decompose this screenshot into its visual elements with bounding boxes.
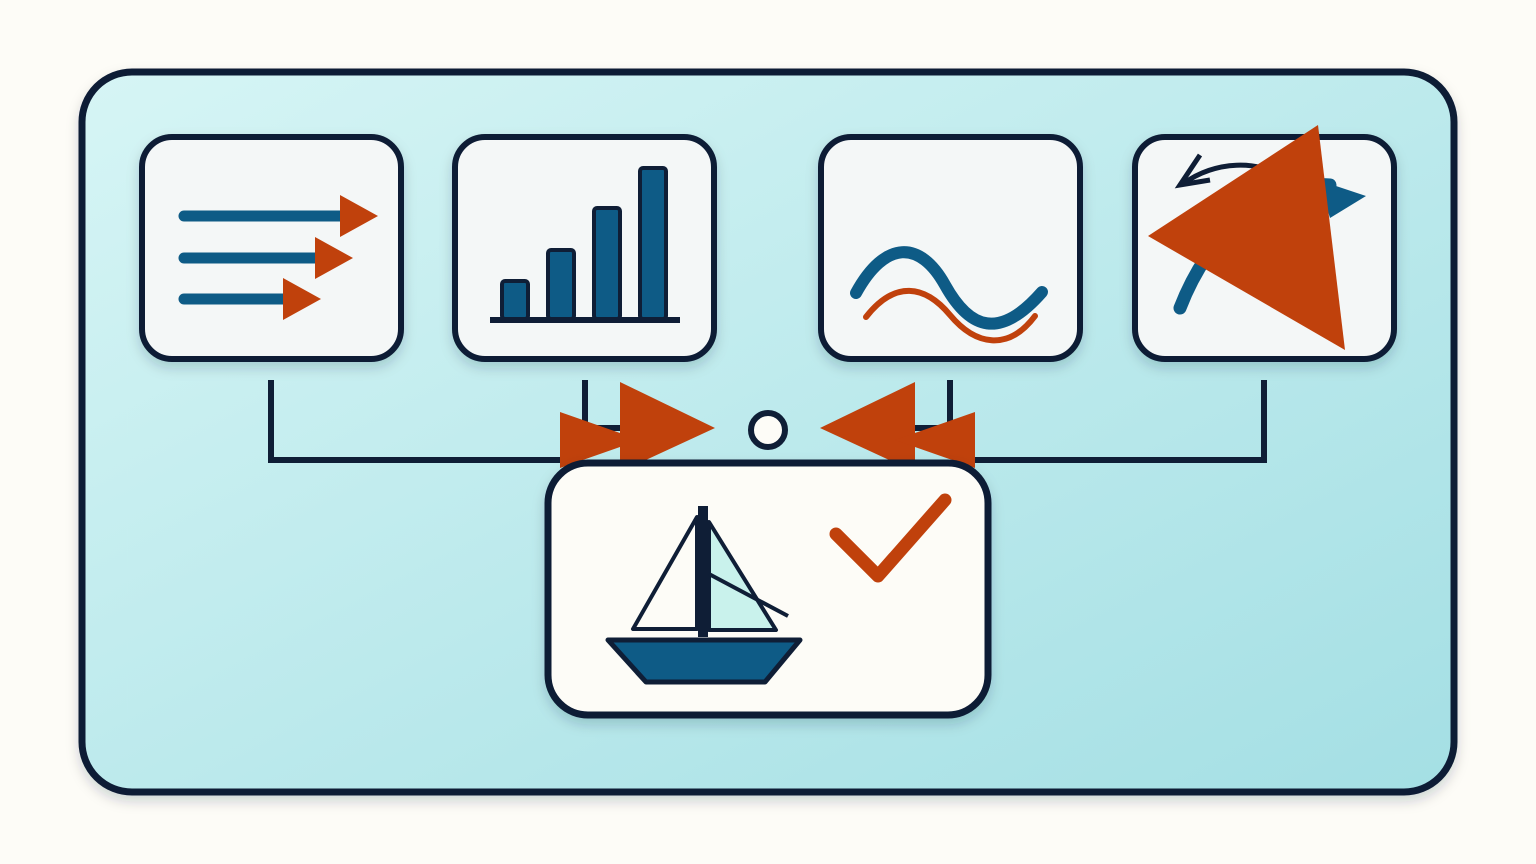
- list-arrows-icon: [178, 195, 378, 320]
- icon-bar-2: [546, 248, 576, 321]
- arrowhead-left-small: [560, 412, 640, 468]
- list-arrow-2: [315, 237, 353, 279]
- card-bar-chart-frame: [452, 134, 717, 362]
- merge-arrowheads: [560, 382, 975, 472]
- list-arrow-1: [340, 195, 378, 237]
- card-rotate-arrow: [1132, 125, 1397, 362]
- wave-lines-icon: [850, 246, 1048, 344]
- card-wave-lines: [818, 134, 1083, 362]
- rotate-arrow-blue-head: [1318, 180, 1366, 218]
- bar-chart-icon: [490, 166, 680, 323]
- arrowhead-left-large: [620, 382, 715, 472]
- connector-right: [975, 380, 1267, 463]
- list-arrow-3: [283, 278, 321, 320]
- sail-left: [631, 515, 699, 631]
- card-bar-chart: [452, 134, 717, 362]
- rotate-arrow-dark-left-head: [1174, 153, 1211, 189]
- wave-line-orange: [863, 287, 1038, 344]
- card-list-arrows-frame: [139, 134, 404, 362]
- card-list-arrows: [139, 134, 404, 362]
- rotate-arrow-orange-triangle: [1148, 125, 1345, 350]
- wave-line-blue: [850, 246, 1048, 330]
- arrowhead-right-large: [820, 382, 915, 472]
- rotate-arrow-icon: [1148, 125, 1366, 350]
- checkmark-icon: [829, 493, 952, 583]
- card-output: [544, 459, 992, 719]
- sailboat-icon: [605, 506, 803, 685]
- card-wave-lines-frame: [818, 134, 1083, 362]
- boat-hull: [605, 637, 803, 685]
- connector-left: [268, 380, 560, 463]
- arrowhead-right-small: [895, 412, 975, 468]
- icon-bar-3: [592, 206, 622, 321]
- merge-node-icon: [748, 410, 788, 450]
- icon-bar-4: [638, 166, 668, 321]
- icon-bar-1: [500, 279, 530, 321]
- boat-rigging: [708, 572, 789, 618]
